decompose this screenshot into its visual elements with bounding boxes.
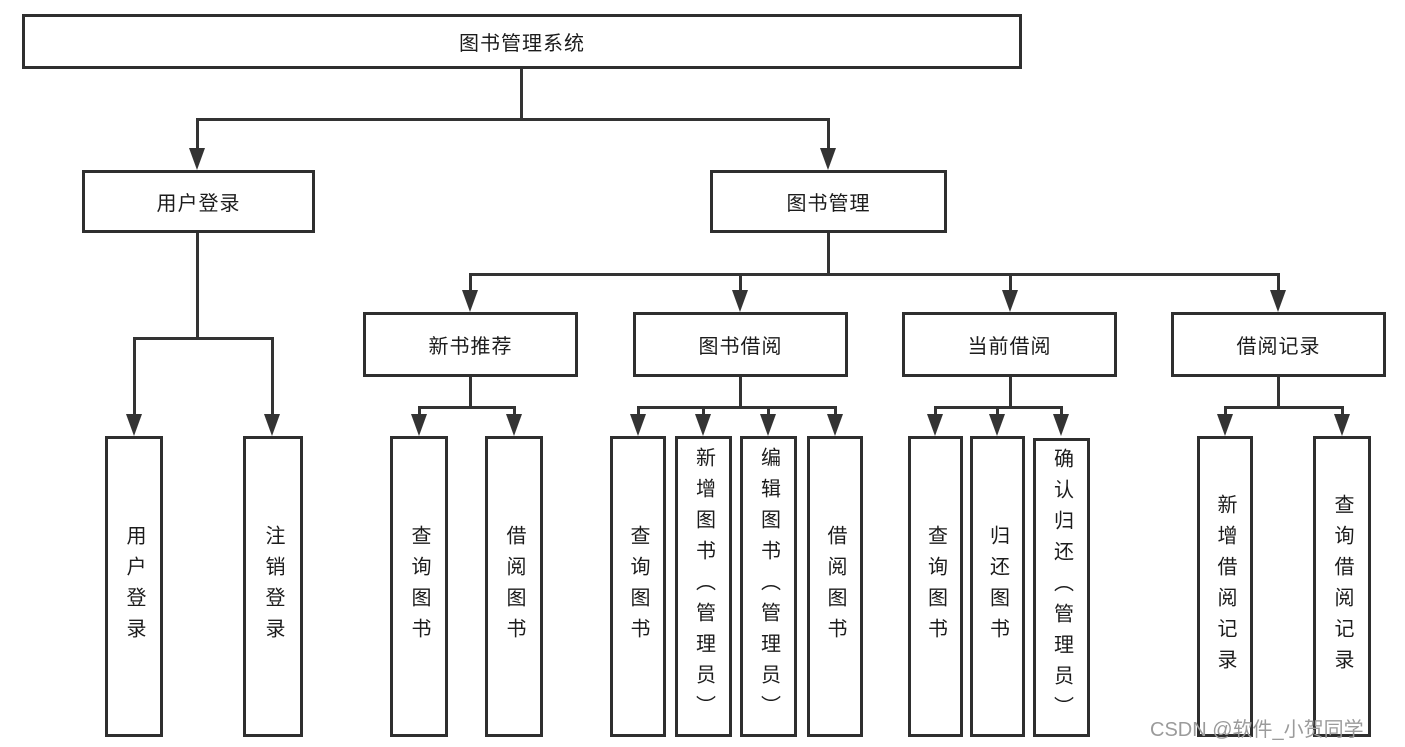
connector-vline — [271, 337, 274, 414]
arrowhead-down — [820, 148, 836, 170]
arrowhead-down — [989, 414, 1005, 436]
connector-vline — [133, 337, 136, 414]
connector-vline — [739, 377, 742, 406]
leaf-borrow-books: 借阅图书 — [807, 436, 863, 737]
leaf-logout-login: 注销登录 — [243, 436, 303, 737]
connector-vline — [196, 118, 199, 148]
connector-vline — [1060, 406, 1063, 414]
connector-hline — [637, 406, 835, 409]
arrowhead-down — [506, 414, 522, 436]
connector-vline — [996, 406, 999, 414]
connector-vline — [418, 406, 421, 414]
leaf-edit-book-admin: 编辑图书（管理员） — [740, 436, 797, 737]
leaf-confirm-return-admin: 确认归还（管理员） — [1033, 438, 1090, 737]
leaf-query-books-current: 查询图书 — [908, 436, 963, 737]
arrowhead-down — [1334, 414, 1350, 436]
leaf-query-borrow-record: 查询借阅记录 — [1313, 436, 1371, 737]
arrowhead-down — [1270, 290, 1286, 312]
node-root: 图书管理系统 — [22, 14, 1022, 69]
arrowhead-down — [1002, 290, 1018, 312]
node-new-book-recommend: 新书推荐 — [363, 312, 578, 377]
arrowhead-down — [732, 290, 748, 312]
leaf-add-book-admin: 新增图书（管理员） — [675, 436, 732, 737]
connector-vline — [637, 406, 640, 414]
csdn-watermark: CSDN @软件_小贺同学 — [1150, 719, 1364, 741]
connector-vline — [520, 69, 523, 118]
node-current-borrow: 当前借阅 — [902, 312, 1117, 377]
connector-hline — [418, 406, 515, 409]
connector-vline — [934, 406, 937, 414]
connector-vline — [767, 406, 770, 414]
arrowhead-down — [760, 414, 776, 436]
node-borrow-records: 借阅记录 — [1171, 312, 1386, 377]
connector-vline — [469, 377, 472, 406]
arrowhead-down — [1217, 414, 1233, 436]
connector-vline — [1277, 377, 1280, 406]
leaf-return-books: 归还图书 — [970, 436, 1025, 737]
leaf-add-borrow-record: 新增借阅记录 — [1197, 436, 1253, 737]
connector-vline — [702, 406, 705, 414]
leaf-user-login: 用户登录 — [105, 436, 163, 737]
connector-vline — [1009, 273, 1012, 290]
connector-vline — [1009, 377, 1012, 406]
arrowhead-down — [126, 414, 142, 436]
node-user-login: 用户登录 — [82, 170, 315, 233]
connector-hline — [469, 273, 1279, 276]
connector-vline — [739, 273, 742, 290]
arrowhead-down — [189, 148, 205, 170]
connector-vline — [827, 233, 830, 273]
node-book-borrow: 图书借阅 — [633, 312, 848, 377]
connector-vline — [834, 406, 837, 414]
arrowhead-down — [1053, 414, 1069, 436]
connector-vline — [196, 233, 199, 337]
connector-vline — [1277, 273, 1280, 290]
arrowhead-down — [927, 414, 943, 436]
connector-vline — [513, 406, 516, 414]
connector-vline — [469, 273, 472, 290]
connector-vline — [827, 118, 830, 148]
connector-hline — [1224, 406, 1342, 409]
leaf-borrow-books-recommend: 借阅图书 — [485, 436, 543, 737]
connector-hline — [133, 337, 274, 340]
connector-vline — [1341, 406, 1344, 414]
arrowhead-down — [630, 414, 646, 436]
connector-vline — [1224, 406, 1227, 414]
arrowhead-down — [462, 290, 478, 312]
leaf-query-books-recommend: 查询图书 — [390, 436, 448, 737]
arrowhead-down — [695, 414, 711, 436]
arrowhead-down — [411, 414, 427, 436]
arrowhead-down — [264, 414, 280, 436]
arrowhead-down — [827, 414, 843, 436]
leaf-query-books-borrow: 查询图书 — [610, 436, 666, 737]
connector-hline — [196, 118, 830, 121]
node-book-management: 图书管理 — [710, 170, 947, 233]
